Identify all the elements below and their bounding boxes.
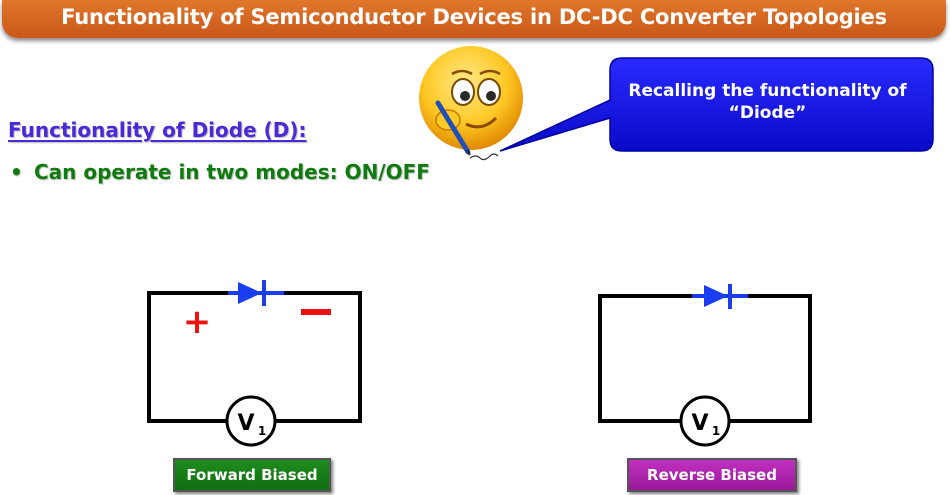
slide-title: Functionality of Semiconductor Devices i… — [61, 5, 887, 29]
callout-line-1: Recalling the functionality of — [628, 81, 907, 101]
minus-sign — [301, 309, 331, 315]
voltmeter-subscript: 1 — [258, 424, 266, 438]
diode-symbol-icon — [692, 284, 748, 309]
voltmeter-icon — [225, 395, 277, 447]
callout-line-2: “Diode” — [728, 103, 807, 123]
forward-biased-label: Forward Biased — [173, 458, 331, 492]
plus-sign: + — [183, 302, 212, 342]
voltmeter-letter: V — [691, 411, 708, 436]
bullet-item: • Can operate in two modes: ON/OFF — [10, 160, 430, 184]
bullet-marker: • — [10, 160, 23, 184]
voltmeter-letter: V — [237, 411, 254, 436]
callout-text: Recalling the functionality of “Diode” — [615, 80, 920, 124]
voltmeter-subscript: 1 — [712, 424, 720, 438]
reverse-biased-label: Reverse Biased — [627, 458, 797, 492]
section-heading: Functionality of Diode (D): — [8, 118, 307, 142]
reverse-biased-circuit: V 1 — [598, 284, 812, 447]
bullet-text: Can operate in two modes: ON/OFF — [34, 160, 430, 184]
title-bar: Functionality of Semiconductor Devices i… — [2, 0, 946, 38]
diode-symbol-icon — [228, 280, 284, 306]
forward-biased-circuit: + V 1 — [147, 280, 362, 447]
voltmeter-icon — [679, 395, 731, 447]
